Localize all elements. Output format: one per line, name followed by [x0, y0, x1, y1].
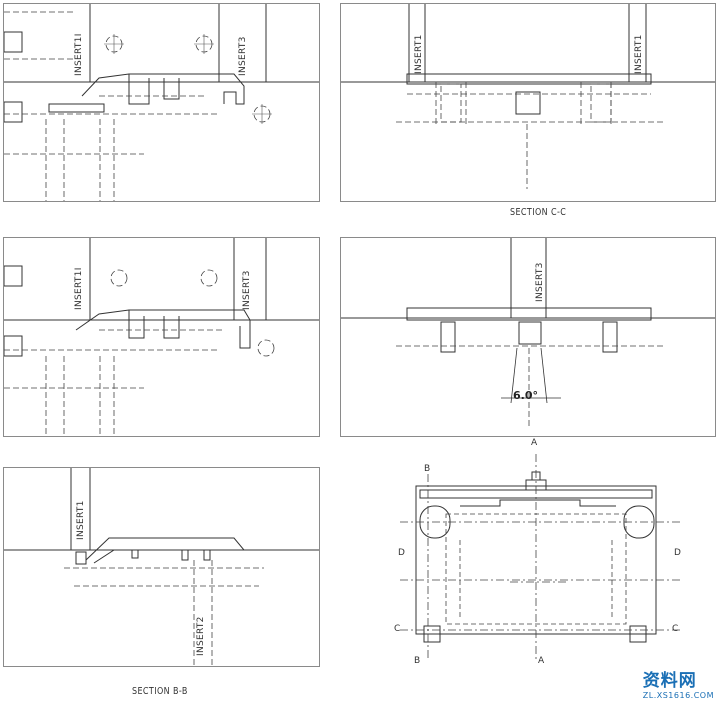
insert2-label: INSERT2	[196, 616, 206, 656]
middle-right-section-drawing	[341, 238, 715, 428]
section-mark-b-top: B	[424, 464, 431, 474]
insert1-label: INSERT1	[76, 500, 86, 540]
watermark-logo: 资料网 ZL.XS1616.COM	[643, 666, 714, 700]
section-bb-drawing	[4, 468, 319, 666]
insert1-label: INSERT1I	[74, 33, 84, 76]
plan-view-drawing	[400, 454, 680, 660]
section-panel-middle-right: INSERT3 6.0°	[340, 237, 716, 437]
section-mark-c-left: C	[394, 624, 401, 634]
watermark-text: 资料网	[642, 671, 697, 691]
plan-view: A A B B C C D D	[380, 438, 715, 670]
section-mark-d-right: D	[674, 548, 681, 558]
insert3-label: INSERT3	[535, 262, 545, 302]
section-panel-middle-left: INSERT1I INSERT3	[3, 237, 320, 437]
insert3-label: INSERT3	[238, 36, 248, 76]
section-cc-panel: INSERT1 INSERT1	[340, 3, 716, 202]
watermark-url: ZL.XS1616.COM	[642, 691, 714, 700]
section-mark-a-bottom: A	[538, 656, 545, 666]
section-mark-a-top: A	[531, 438, 538, 448]
section-cc-drawing	[341, 4, 715, 189]
top-left-section-drawing	[4, 4, 319, 201]
section-bb-panel: INSERT1 INSERT2	[3, 467, 320, 667]
section-mark-d-left: D	[398, 548, 405, 558]
middle-left-section-drawing	[4, 238, 319, 436]
insert3-label: INSERT3	[242, 270, 252, 310]
insert1-label: INSERT1I	[74, 267, 84, 310]
draft-angle-dimension: 6.0°	[513, 389, 538, 402]
section-bb-caption: SECTION B-B	[132, 686, 188, 697]
insert1-label-left: INSERT1	[414, 34, 424, 74]
insert1-label-right: INSERT1	[634, 34, 644, 74]
section-cc-caption: SECTION C-C	[510, 207, 567, 218]
section-mark-c-right: C	[672, 624, 679, 634]
section-panel-top-left: INSERT1I INSERT3	[3, 3, 320, 202]
section-mark-b-bottom: B	[414, 656, 421, 666]
